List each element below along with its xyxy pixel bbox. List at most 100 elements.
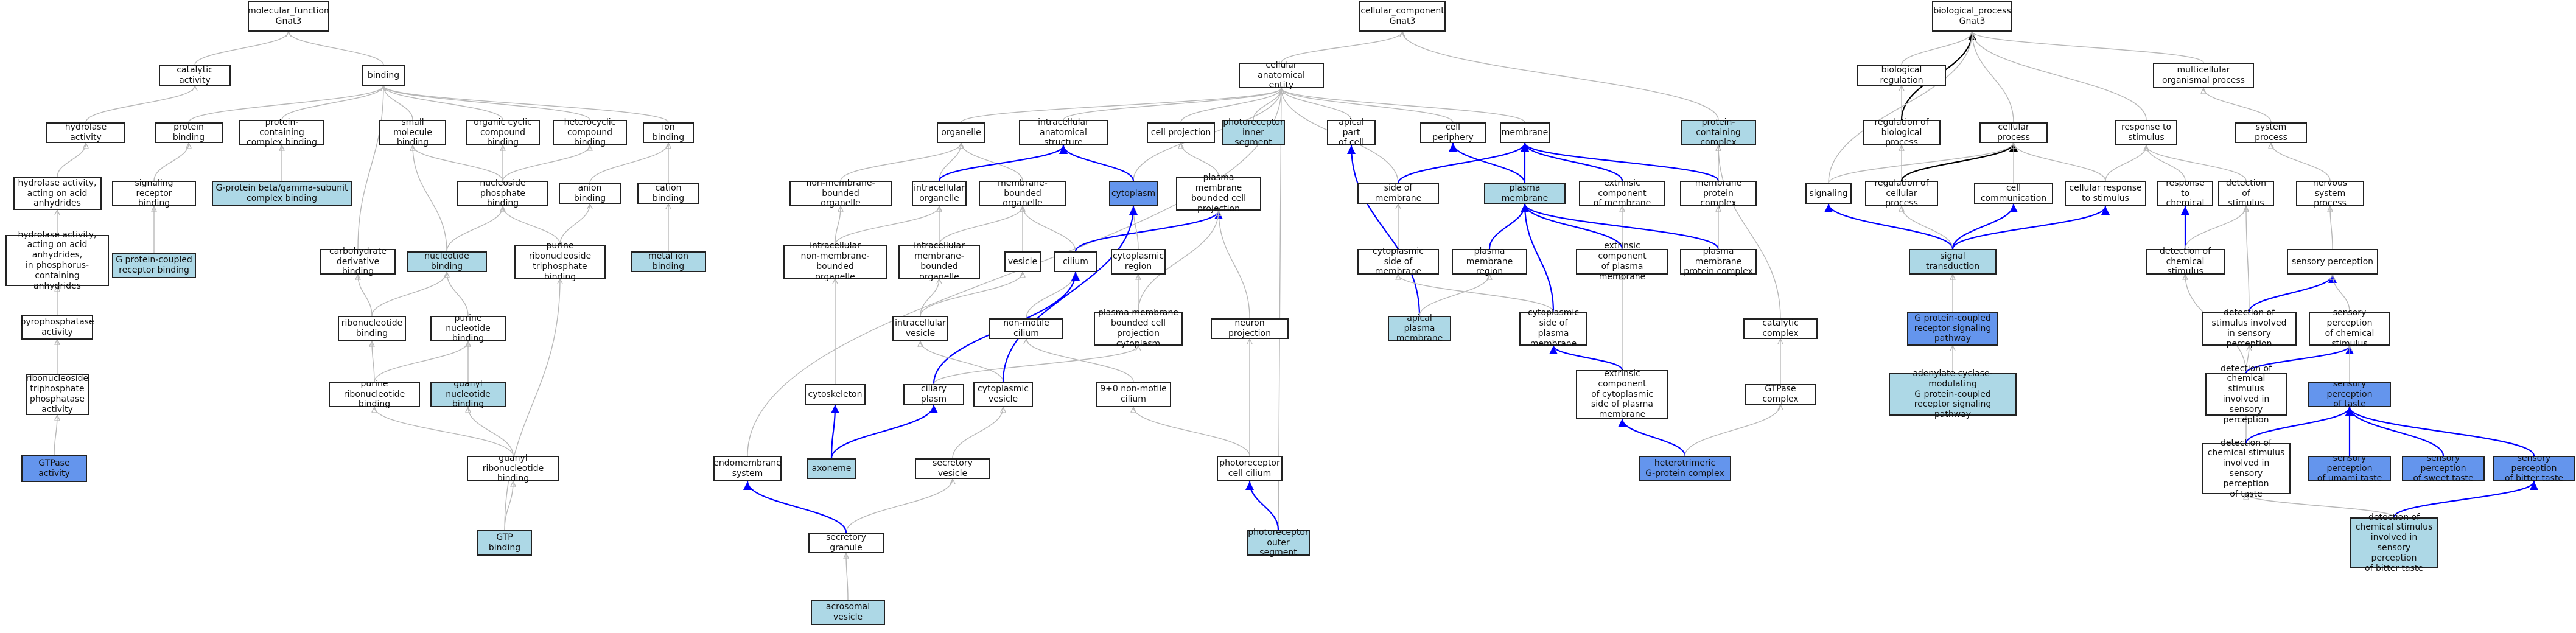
go-term-endomembrane: endomembrane system xyxy=(713,456,782,481)
edge-system-process-to-multicellular xyxy=(2203,88,2272,123)
go-term-nonmotile-cilium: non-motile cilium xyxy=(989,318,1063,339)
edge-acrosomal-to-secretory-granule xyxy=(846,553,848,600)
edge-ion-binding-to-binding xyxy=(383,85,669,123)
edge-intra-membrane-org-to-membrane-bounded-org xyxy=(939,206,1023,245)
go-term-axoneme: axoneme xyxy=(807,458,856,479)
edge-axoneme-to-ciliary-plasm xyxy=(830,404,938,459)
edge-det-chem-taste-to-sp-taste xyxy=(2245,407,2354,444)
edge-signaling-to-bp-root xyxy=(1828,32,1972,184)
go-term-signaling: signaling xyxy=(1805,183,1852,204)
edge-cae-to-cc-root xyxy=(1281,31,1402,63)
go-term-cation-binding: cation binding xyxy=(637,183,699,204)
edge-apical-pm-to-apical-part xyxy=(1347,145,1421,316)
edge-membrane-protein-complex-to-membrane xyxy=(1521,142,1720,181)
go-term-purine-nucleotide: purine nucleotide binding xyxy=(430,313,506,343)
go-term-ciliary-plasm: ciliary plasm xyxy=(903,384,964,405)
go-term-organelle: organelle xyxy=(937,122,985,143)
go-term-sp-sweet: sensory perception of sweet taste xyxy=(2402,453,2485,483)
go-term-sp-taste: sensory perception of taste xyxy=(2308,379,2391,409)
edge-purine-ribonucleotide-to-ribonucleotide xyxy=(372,341,375,382)
go-term-acrosomal: acrosomal vesicle xyxy=(811,600,885,625)
go-term-intracellular-vesicle: intracellular vesicle xyxy=(892,316,948,341)
edge-sp-bitter-to-sp-taste xyxy=(2345,407,2535,456)
edge-cyto-side-pm-to-plasma-membrane xyxy=(1521,203,1555,312)
edge-hydrolase-to-catalytic xyxy=(85,85,195,123)
go-term-ribonucleotide: ribonucleotide binding xyxy=(338,316,406,341)
go-term-membrane: membrane xyxy=(1500,122,1550,143)
edge-cellular-process-to-bp-root xyxy=(1972,32,2014,123)
edge-intracellular-org-to-organelle xyxy=(939,142,961,181)
edge-sp-chemical-to-sensory-perception xyxy=(2333,275,2350,312)
go-term-cytoplasm: cytoplasm xyxy=(1109,181,1158,206)
go-term-sp-umami: sensory perception of umami taste xyxy=(2308,453,2391,483)
edge-nonmembrane-org-to-organelle xyxy=(840,142,961,181)
go-term-photoreceptor-cilium: photoreceptor cell cilium xyxy=(1217,456,1283,481)
edge-carbohydrate-deriv-to-binding xyxy=(357,86,383,250)
go-term-nucleoside-phosphate: nucleoside phosphate binding xyxy=(457,178,548,208)
edge-side-of-membrane-to-membrane xyxy=(1397,142,1529,184)
go-term-extrinsic-component: extrinsic component of membrane xyxy=(1579,178,1665,208)
edge-endomembrane-to-cae xyxy=(747,88,1281,456)
go-term-binding: binding xyxy=(362,65,405,86)
go-term-det-chem-taste: detection of chemical stimulus involved … xyxy=(2202,438,2291,499)
edge-nucleoside-phosphate-to-heterocyclic xyxy=(502,145,590,181)
go-term-gtp-binding: GTP binding xyxy=(477,530,532,556)
edge-gtpase-to-ntpase xyxy=(54,415,57,456)
go-term-detection-chemical: detection of chemical stimulus xyxy=(2146,247,2225,276)
edge-cellular-response-to-cellular-process xyxy=(2014,142,2106,181)
edge-secretory-vesicle-to-cytoplasmic-vesicle xyxy=(952,407,1003,459)
go-term-mf-root: molecular_function Gnat3 xyxy=(248,1,329,32)
edge-apical-pm-to-pm-region xyxy=(1419,274,1489,316)
edge-cell-projection-to-cae xyxy=(1180,88,1281,123)
edge-plasma-membrane-to-cell-periphery xyxy=(1449,142,1526,184)
go-term-det-chem-sensory: detection of chemical stimulus involved … xyxy=(2205,364,2287,425)
edge-heterotrimeric-to-gtpase-complex xyxy=(1684,404,1780,456)
go-term-purine-ribonucleotide: purine ribonucleotide binding xyxy=(329,379,420,409)
edge-extrinsic-cyto-pm-to-cyto-side-pm xyxy=(1549,345,1623,371)
go-term-cellular-process: cellular process xyxy=(1979,122,2048,143)
go-term-ntpase: ribonucleoside triphosphate phosphatase … xyxy=(25,374,89,415)
edge-nervous-system-to-system-process xyxy=(2271,142,2331,181)
edge-photoreceptor-outer-to-cae xyxy=(1278,88,1281,531)
go-term-heterocyclic: heterocyclic compound binding xyxy=(553,117,627,147)
go-term-apical-pm: apical plasma membrane xyxy=(1388,313,1451,343)
go-term-membrane-protein-complex: membrane protein complex xyxy=(1680,178,1757,208)
go-term-ion-binding: ion binding xyxy=(643,122,694,143)
edge-response-stimulus-to-bp-root xyxy=(1972,32,2147,121)
edge-signal-transduction-to-reg-cellular-process xyxy=(1902,206,1953,250)
go-term-gtpase: GTPase activity xyxy=(21,455,87,482)
edge-ciliary-plasm-to-pm-projection-cytoplasm xyxy=(933,345,1138,385)
edge-intra-nonmembrane-org-to-nonmembrane-org xyxy=(835,206,841,245)
go-term-cyto-side-pm: cytoplasmic side of plasma membrane xyxy=(1519,308,1587,349)
go-term-apical-part: apical part of cell xyxy=(1327,117,1376,147)
edge-cilium-to-pm-bounded-projection xyxy=(1074,210,1223,252)
go-term-nervous-system: nervous system process xyxy=(2296,178,2364,208)
edge-secretory-granule-to-endomembrane xyxy=(743,481,847,533)
edge-bio-regulation-to-bp-root xyxy=(1901,31,1972,66)
go-term-det-stim-sensory: detection of stimulus involved in sensor… xyxy=(2202,308,2297,349)
edge-purine-ribonucleoside-tp-to-anion-binding xyxy=(559,203,590,245)
edge-detection-chemical-to-detection-stimulus xyxy=(2185,206,2246,250)
go-term-catalytic: catalytic activity xyxy=(159,65,231,86)
go-term-hydro-acid: hydrolase activity, acting on acid anhyd… xyxy=(13,177,102,210)
edge-det-chem-sensory-to-sp-chemical xyxy=(2245,345,2354,374)
go-term-adenylate-cyclase: adenylate cyclase-modulating G protein-c… xyxy=(1889,369,2017,419)
go-term-sp-chemical: sensory perception of chemical stimulus xyxy=(2309,308,2390,349)
go-term-pm-bounded-projection: plasma membrane bounded cell projection xyxy=(1176,173,1261,214)
edge-photoreceptor-cilium-to-nine-zero-cilium xyxy=(1133,407,1250,456)
go-term-heterotrimeric: heterotrimeric G-protein complex xyxy=(1639,456,1731,481)
edge-apical-part-to-cae xyxy=(1281,88,1352,121)
go-term-neuron-projection: neuron projection xyxy=(1211,318,1289,339)
go-term-cellular-response: cellular response to stimulus xyxy=(2065,181,2146,206)
edge-pm-bounded-projection-to-cell-projection xyxy=(1181,142,1219,177)
go-term-cytoskeleton: cytoskeleton xyxy=(805,384,866,405)
edge-cytoplasmic-vesicle-to-intracellular-vesicle xyxy=(920,341,1004,382)
go-term-bio-regulation: biological regulation xyxy=(1857,65,1946,86)
edge-guanyl-ribonucleotide-to-purine-ribonucleotide xyxy=(374,407,514,456)
go-term-bp-root: biological_process Gnat3 xyxy=(1932,1,2012,32)
go-term-photoreceptor-outer: photoreceptor outer segment xyxy=(1247,528,1310,558)
edge-sensory-perception-to-nervous-system xyxy=(2330,206,2333,250)
edge-nucleotide-binding-to-small-molecule xyxy=(413,145,447,252)
go-term-response-chemical: response to chemical xyxy=(2157,178,2213,208)
go-term-catalytic-complex: catalytic complex xyxy=(1743,318,1818,339)
